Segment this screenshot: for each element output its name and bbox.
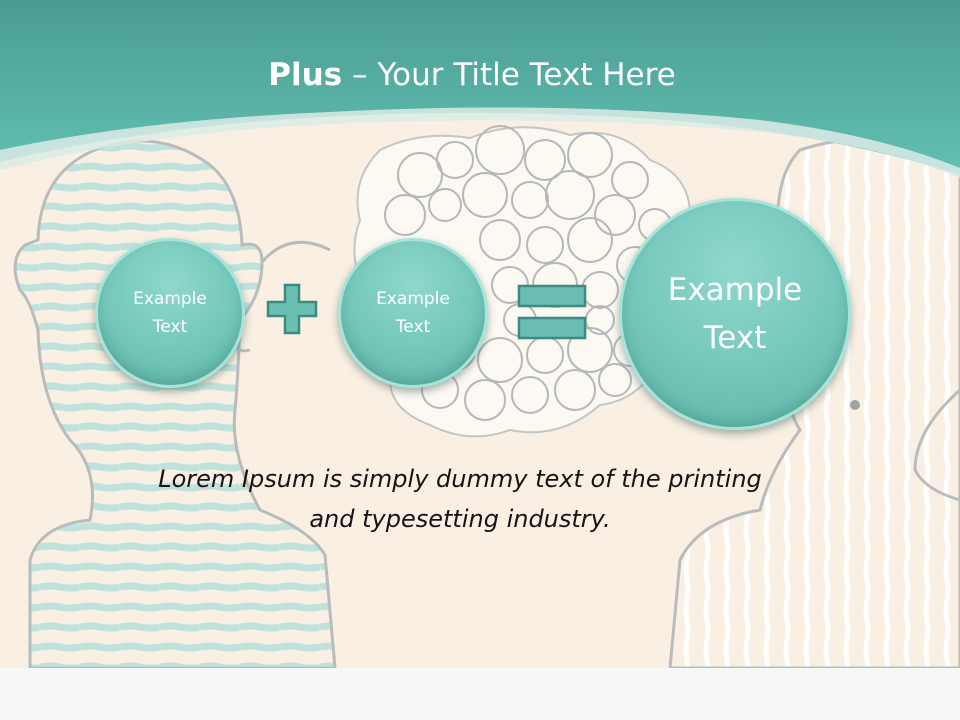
title-text: – Your Title Text Here — [342, 57, 676, 93]
circle-result-line2: Text — [703, 320, 767, 356]
equals-icon — [517, 284, 587, 340]
caption-text: Lorem Ipsum is simply dummy text of the … — [100, 459, 820, 539]
slide-title: Plus – Your Title Text Here — [0, 52, 944, 98]
circle-middle: Example Text — [338, 238, 488, 388]
left-head-sketch — [13, 139, 337, 670]
footer-band — [0, 668, 960, 720]
title-bold-word: Plus — [268, 57, 343, 93]
plus-icon — [266, 283, 318, 335]
caption-line-1: Lorem Ipsum is simply dummy text of the … — [158, 465, 762, 493]
circle-left-line2: Text — [152, 317, 188, 337]
circle-result-line1: Example — [667, 272, 803, 308]
circle-left-line1: Example — [133, 289, 207, 309]
circle-left: Example Text — [95, 238, 245, 388]
caption-line-2: and typesetting industry. — [309, 505, 611, 533]
circle-middle-line1: Example — [376, 289, 450, 309]
header-wave — [0, 0, 960, 178]
circle-middle-line2: Text — [395, 317, 431, 337]
circle-result: Example Text — [619, 198, 851, 430]
